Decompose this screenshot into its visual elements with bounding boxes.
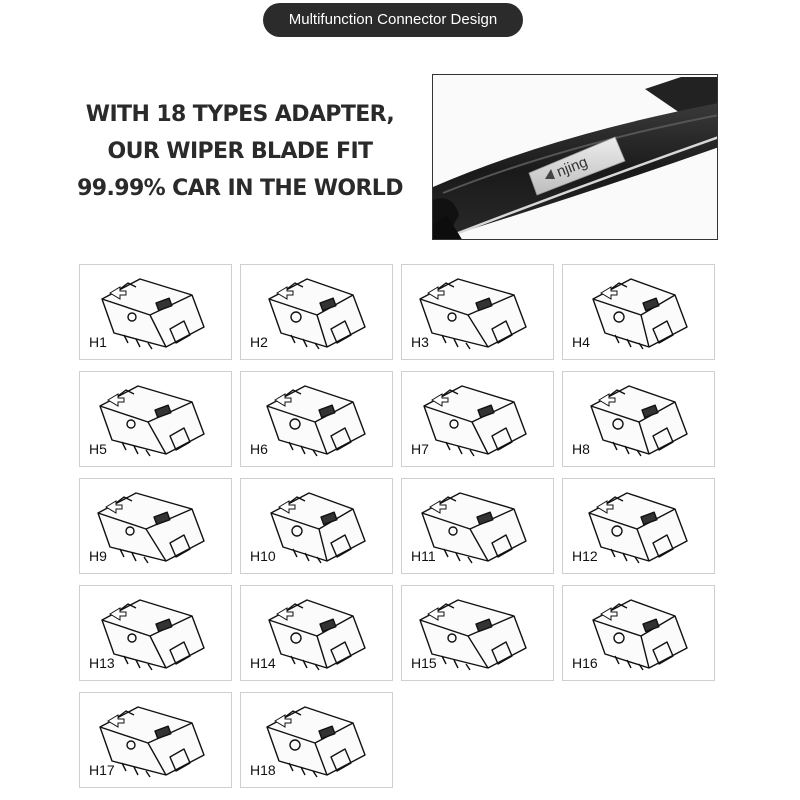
adapter-label: H14 <box>250 655 276 671</box>
adapter-cell-h5: H5 <box>79 371 232 467</box>
adapter-cell-h11: H11 <box>401 478 554 574</box>
headline: WITH 18 TYPES ADAPTER, OUR WIPER BLADE F… <box>60 96 420 207</box>
adapter-label: H6 <box>250 441 268 457</box>
brand-logo-mark <box>545 169 555 179</box>
headline-line-1: WITH 18 TYPES ADAPTER, <box>85 102 395 127</box>
header-title-pill: Multifunction Connector Design <box>263 3 523 37</box>
adapter-label: H3 <box>411 334 429 350</box>
adapter-cell-h9: H9 <box>79 478 232 574</box>
headline-line-2: OUR WIPER BLADE FIT <box>107 139 374 164</box>
adapter-cell-h7: H7 <box>401 371 554 467</box>
adapter-cell-h4: H4 <box>562 264 715 360</box>
adapter-label: H17 <box>89 762 115 778</box>
headline-line-3: 99.99% CAR IN THE WORLD <box>77 176 403 201</box>
adapter-label: H4 <box>572 334 590 350</box>
adapter-label: H18 <box>250 762 276 778</box>
adapter-cell-h6: H6 <box>240 371 393 467</box>
adapter-label: H9 <box>89 548 107 564</box>
adapter-cell-h1: H1 <box>79 264 232 360</box>
adapter-label: H12 <box>572 548 598 564</box>
adapter-label: H16 <box>572 655 598 671</box>
adapter-label: H15 <box>411 655 437 671</box>
adapter-label: H1 <box>89 334 107 350</box>
adapter-cell-h12: H12 <box>562 478 715 574</box>
adapter-cell-h18: H18 <box>240 692 393 788</box>
adapter-cell-h14: H14 <box>240 585 393 681</box>
adapter-label: H2 <box>250 334 268 350</box>
adapter-cell-h13: H13 <box>79 585 232 681</box>
adapter-label: H5 <box>89 441 107 457</box>
adapter-label: H13 <box>89 655 115 671</box>
adapter-label: H10 <box>250 548 276 564</box>
adapter-cell-h2: H2 <box>240 264 393 360</box>
adapter-cell-h17: H17 <box>79 692 232 788</box>
product-photo: njing <box>432 74 718 240</box>
adapter-cell-h15: H15 <box>401 585 554 681</box>
adapter-label: H11 <box>411 548 436 564</box>
wiper-blade-image: njing <box>433 77 717 239</box>
adapter-cell-h10: H10 <box>240 478 393 574</box>
adapter-cell-h8: H8 <box>562 371 715 467</box>
adapter-cell-h3: H3 <box>401 264 554 360</box>
header-title: Multifunction Connector Design <box>288 11 498 28</box>
adapter-label: H8 <box>572 441 590 457</box>
adapter-cell-h16: H16 <box>562 585 715 681</box>
adapter-label: H7 <box>411 441 429 457</box>
